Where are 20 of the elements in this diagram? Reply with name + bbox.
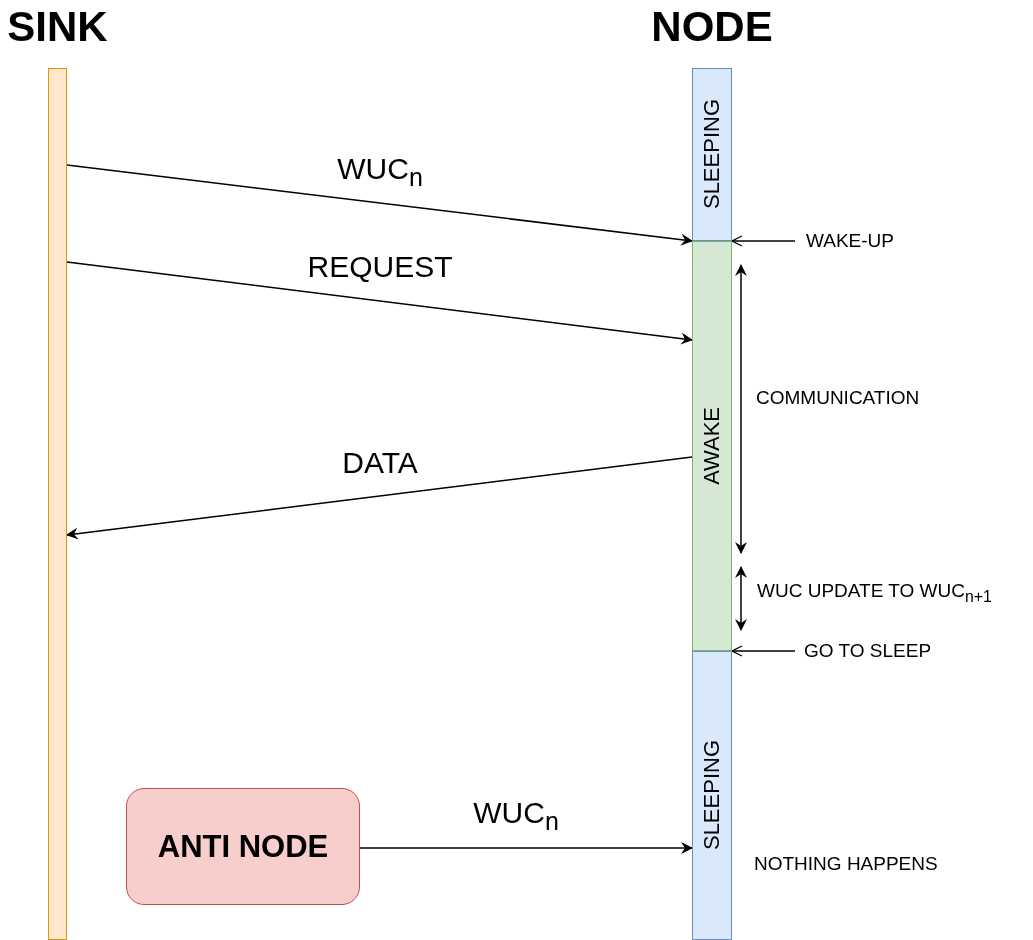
state-label: SLEEPING (699, 99, 725, 210)
state-label: AWAKE (699, 407, 725, 485)
message-arrow (66, 164, 693, 246)
message-arrow (359, 842, 693, 854)
actor-box: ANTI NODE (126, 788, 360, 905)
leader-line (731, 235, 796, 247)
message-arrow (66, 456, 693, 540)
event-label: WAKE-UP (806, 230, 894, 252)
lifeline-heading: SINK (6, 4, 109, 50)
lifeline-heading: NODE (650, 4, 774, 50)
state-bar (692, 68, 732, 241)
state-label: SLEEPING (699, 740, 725, 851)
annotation-text: NOTHING HAPPENS (754, 853, 938, 875)
state-bar (692, 241, 732, 651)
annotation-text: WUC UPDATE TO WUC$_{n+1}$ (757, 580, 992, 607)
event-label: GO TO SLEEP (804, 640, 932, 662)
leader-line (731, 645, 796, 657)
annotation-text: COMMUNICATION (756, 387, 920, 409)
message-arrow (66, 261, 693, 345)
state-bar (692, 651, 732, 940)
